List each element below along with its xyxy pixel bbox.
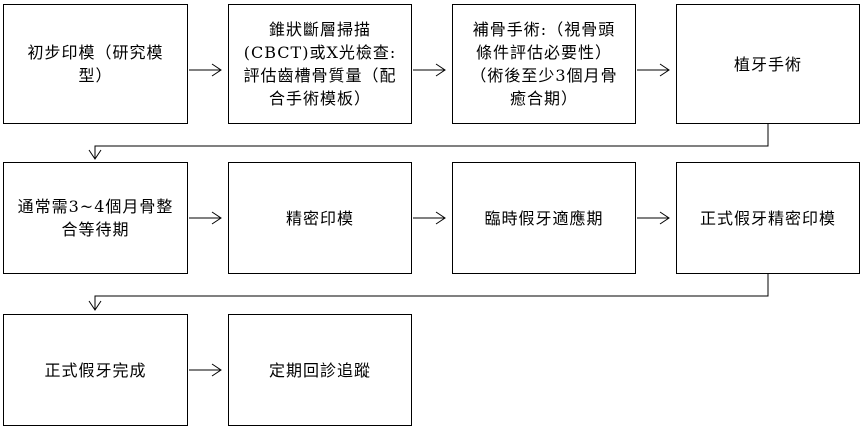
arrow-9-10 [189,363,222,377]
step-label: 植牙手術 [733,54,802,74]
step-label: 正式假牙完成 [44,360,147,380]
step-box-osseointegration: 通常需3~4個月骨整合等待期 [3,162,188,274]
step-label: 精密印模 [285,208,354,228]
step-box-regular-followup: 定期回診追蹤 [228,314,412,426]
arrow-1-2 [189,63,222,77]
arrow-3-4 [637,63,670,77]
connector-row1-row2 [88,124,769,160]
step-label: 初步印模（研究模型） [27,43,164,85]
step-box-bone-graft: 補骨手術:（視骨頭條件評估必要性）（術後至少3個月骨癒合期） [452,4,636,124]
step-box-final-denture-impression: 正式假牙精密印模 [676,162,860,274]
arrow-6-7 [413,211,446,225]
arrow-7-8 [637,211,670,225]
step-box-preliminary-impression: 初步印模（研究模型） [3,4,188,124]
connector-row2-row3 [88,274,769,311]
step-label: 補骨手術:（視骨頭條件評估必要性）（術後至少3個月骨癒合期） [470,20,618,108]
step-label: 正式假牙精密印模 [699,208,836,228]
step-box-precision-impression: 精密印模 [228,162,412,274]
step-label: 臨時假牙適應期 [484,208,604,228]
step-box-final-denture-complete: 正式假牙完成 [3,314,188,426]
step-label: 定期回診追蹤 [268,360,371,380]
step-box-cbct-xray: 錐狀斷層掃描(CBCT)或X光檢查:評估齒槽骨質量（配合手術模板） [228,4,412,124]
step-label: 錐狀斷層掃描(CBCT)或X光檢查:評估齒槽骨質量（配合手術模板） [243,20,397,108]
arrow-2-3 [413,63,446,77]
step-box-temporary-denture: 臨時假牙適應期 [452,162,636,274]
step-box-implant-surgery: 植牙手術 [676,4,860,124]
arrow-5-6 [189,211,222,225]
step-label: 通常需3~4個月骨整合等待期 [17,197,174,239]
